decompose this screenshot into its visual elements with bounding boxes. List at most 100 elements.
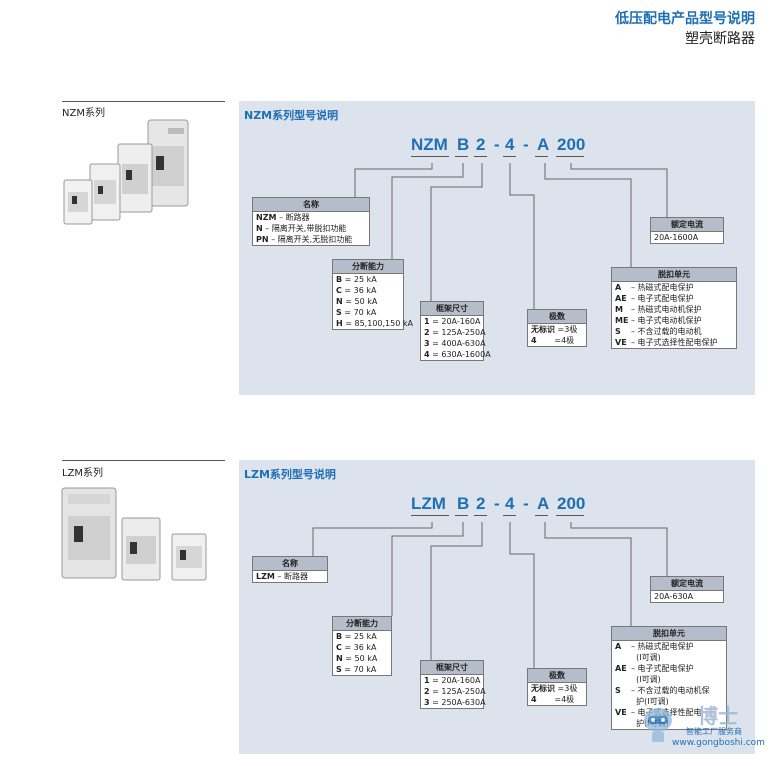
- box-capacity: 分断能力 B = 25 kA C = 36 kA N = 50 kA S = 7…: [332, 616, 392, 676]
- series-rule: [62, 460, 225, 461]
- box-header: 额定电流: [651, 577, 723, 591]
- list-item: S– 不含过载的电动机保: [615, 686, 710, 695]
- code-dash: -: [494, 135, 500, 154]
- breaker-small: [89, 163, 121, 221]
- code-underline: [411, 156, 449, 157]
- list-item: S– 不含过载的电动机: [615, 327, 702, 336]
- breaker-large: [61, 487, 117, 579]
- list-item: 3 = 250A-630A: [424, 698, 486, 707]
- code-underline: [474, 156, 487, 157]
- list-item: AE– 电子式配电保护: [615, 664, 694, 673]
- code-part-current: 200: [557, 494, 586, 513]
- box-header: 脱扣单元: [612, 268, 736, 282]
- series-label-nzm: NZM系列: [62, 108, 105, 119]
- box-header: 框架尺寸: [421, 661, 483, 675]
- code-part-current: 200: [557, 135, 586, 154]
- code-underline: [455, 156, 468, 157]
- code-part-capacity: B: [457, 135, 470, 154]
- box-header: 额定电流: [651, 218, 723, 232]
- code-part-poles: 4: [505, 135, 515, 154]
- box-rated-current: 额定电流 20A-630A: [650, 576, 724, 603]
- connector-lines: [354, 163, 668, 309]
- box-frame: 框架尺寸 1 = 20A-160A 2 = 125A-250A 3 = 250A…: [420, 660, 486, 709]
- header-subtitle: 塑壳断路器: [685, 31, 755, 47]
- list-item: 无标识 =3极: [531, 684, 578, 693]
- box-header: 脱扣单元: [612, 627, 726, 641]
- code-part-series: NZM: [411, 135, 448, 154]
- list-item: S = 70 kA: [336, 308, 377, 317]
- breaker-photo-nzm: [63, 119, 189, 225]
- box-poles: 极数 无标识 =3极 4 =4极: [527, 668, 587, 706]
- list-item: N = 50 kA: [336, 654, 378, 663]
- box-header: 分断能力: [333, 617, 391, 631]
- robot-mascot-icon: [644, 708, 672, 742]
- box-header: 分断能力: [333, 260, 403, 274]
- rated-current-value: 20A-1600A: [654, 233, 699, 242]
- model-panel-lzm: LZM系列型号说明 LZM B 2 - 4 - A 200 名称 LZM – 断…: [239, 460, 755, 754]
- header-title: 低压配电产品型号说明: [615, 11, 755, 27]
- list-item: LZM – 断路器: [256, 572, 308, 581]
- code-part-frame: 2: [476, 135, 486, 154]
- box-header: 极数: [528, 669, 586, 683]
- series-rule: [62, 101, 225, 102]
- list-item: 4 =4极: [531, 695, 575, 704]
- code-underline: [474, 515, 487, 516]
- list-item: (I可调): [636, 675, 661, 684]
- code-part-trip: A: [537, 135, 550, 154]
- watermark-brand: 博士: [698, 704, 738, 728]
- box-header: 名称: [253, 198, 369, 212]
- breaker-medium: [117, 143, 153, 213]
- list-item: A– 热磁式配电保护: [615, 642, 694, 651]
- list-item: M– 热磁式电动机保护: [615, 305, 702, 314]
- list-item: 1 = 20A-160A: [424, 676, 481, 685]
- code-dash: -: [494, 494, 500, 513]
- code-underline: [455, 515, 468, 516]
- box-capacity: 分断能力 B = 25 kA C = 36 kA N = 50 kA S = 7…: [332, 259, 413, 330]
- list-item: (I可调): [636, 653, 661, 662]
- list-item: 4 =4极: [531, 336, 575, 345]
- code-underline: [535, 156, 548, 157]
- list-item: NZM – 断路器: [256, 213, 310, 222]
- model-panel-nzm: NZM系列型号说明 NZM B 2 - 4 - A 200 名称 NZM – 断…: [239, 101, 755, 395]
- box-name: 名称 LZM – 断路器: [252, 556, 328, 583]
- list-item: 2 = 125A-250A: [424, 687, 486, 696]
- code-underline: [556, 156, 584, 157]
- code-dash: -: [523, 135, 529, 154]
- list-item: S = 70 kA: [336, 665, 377, 674]
- list-item: VE– 电子式选择性配电: [615, 708, 702, 717]
- list-item: A– 热磁式配电保护: [615, 283, 694, 292]
- list-item: N – 隔离开关,带脱扣功能: [256, 224, 347, 233]
- code-part-poles: 4: [505, 494, 515, 513]
- list-item: C = 36 kA: [336, 286, 377, 295]
- code-part-frame: 2: [476, 494, 486, 513]
- code-underline: [503, 156, 516, 157]
- box-header: 框架尺寸: [421, 302, 483, 316]
- list-item: 1 = 20A-160A: [424, 317, 481, 326]
- breaker-mini: [63, 179, 93, 225]
- list-item: 2 = 125A-250A: [424, 328, 486, 337]
- list-item: N = 50 kA: [336, 297, 378, 306]
- list-item: B = 25 kA: [336, 632, 377, 641]
- code-part-series: LZM: [411, 494, 446, 513]
- panel-title: NZM系列型号说明: [244, 109, 339, 122]
- watermark-url: www.gongboshi.com: [672, 738, 765, 748]
- series-label-lzm: LZM系列: [62, 468, 104, 479]
- list-item: PN – 隔离开关,无脱扣功能: [256, 235, 353, 244]
- box-trip-unit: 脱扣单元 A– 热磁式配电保护 AE– 电子式配电保护 M– 热磁式电动机保护 …: [611, 267, 737, 349]
- list-item: B = 25 kA: [336, 275, 377, 284]
- box-header: 名称: [253, 557, 327, 571]
- breaker-medium: [121, 517, 161, 581]
- list-item: AE– 电子式配电保护: [615, 294, 694, 303]
- code-underline: [503, 515, 516, 516]
- list-item: VE– 电子式选择性配电保护: [615, 338, 718, 347]
- list-item: C = 36 kA: [336, 643, 377, 652]
- code-underline: [535, 515, 548, 516]
- rated-current-value: 20A-630A: [654, 592, 694, 601]
- code-part-trip: A: [537, 494, 550, 513]
- box-frame: 框架尺寸 1 = 20A-160A 2 = 125A-250A 3 = 400A…: [420, 301, 491, 361]
- box-poles: 极数 无标识 =3极 4 =4极: [527, 309, 587, 347]
- box-header: 极数: [528, 310, 586, 324]
- list-item: 护(I可调): [636, 697, 669, 706]
- list-item: H = 85,100,150 kA: [336, 319, 413, 328]
- code-underline: [411, 515, 449, 516]
